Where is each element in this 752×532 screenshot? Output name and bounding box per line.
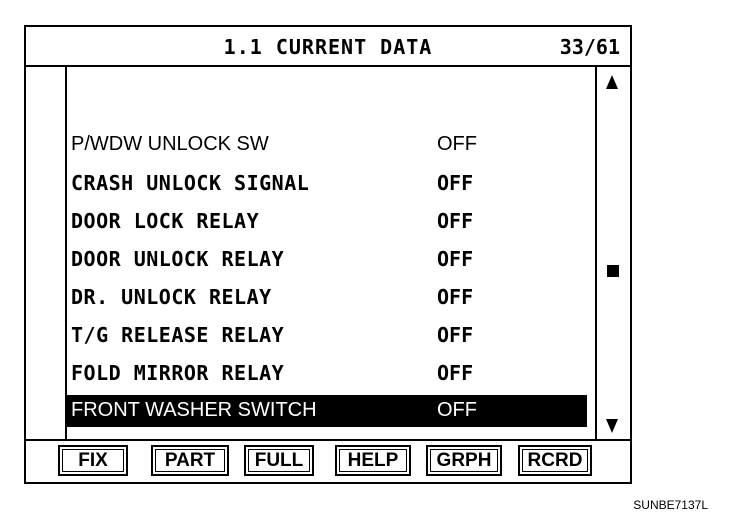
left-gutter — [26, 67, 67, 441]
item-label: P/WDW UNLOCK SW — [71, 133, 269, 155]
item-label: DR. UNLOCK RELAY — [71, 285, 272, 309]
item-label: FOLD MIRROR RELAY — [71, 361, 285, 385]
item-value: OFF — [437, 285, 474, 309]
square-thumb-icon[interactable] — [607, 265, 619, 277]
item-value: OFF — [437, 247, 474, 271]
item-value: OFF — [437, 171, 474, 195]
item-value: OFF — [437, 209, 474, 233]
list-item[interactable]: DOOR LOCK RELAY OFF — [67, 205, 587, 237]
list-item[interactable]: DR. UNLOCK RELAY OFF — [67, 281, 587, 313]
list-item[interactable]: P/WDW UNLOCK SW OFF — [67, 129, 587, 161]
grph-button[interactable]: GRPH — [426, 445, 502, 476]
item-value: OFF — [437, 399, 477, 421]
title-bar: 1.1 CURRENT DATA 33/61 — [26, 27, 630, 67]
item-value: OFF — [437, 323, 474, 347]
list-item[interactable]: T/G RELEASE RELAY OFF — [67, 319, 587, 351]
scanner-screen: 1.1 CURRENT DATA 33/61 P/WDW UNLOCK SW O… — [24, 25, 632, 484]
screen-title: 1.1 CURRENT DATA — [223, 35, 433, 59]
item-label: DOOR LOCK RELAY — [71, 209, 260, 233]
figure-caption: SUNBE7137L — [633, 498, 708, 512]
data-list: P/WDW UNLOCK SW OFF CRASH UNLOCK SIGNAL … — [67, 67, 613, 441]
item-value: OFF — [437, 361, 474, 385]
rcrd-button[interactable]: RCRD — [518, 445, 592, 476]
scrollbar[interactable] — [595, 67, 630, 441]
item-value: OFF — [437, 133, 477, 155]
fix-button[interactable]: FIX — [58, 445, 128, 476]
function-key-bar: FIX PART FULL HELP GRPH RCRD — [26, 439, 630, 482]
help-button[interactable]: HELP — [335, 445, 411, 476]
item-label: FRONT WASHER SWITCH — [71, 399, 317, 421]
list-item[interactable]: CRASH UNLOCK SIGNAL OFF — [67, 167, 587, 199]
item-label: DOOR UNLOCK RELAY — [71, 247, 285, 271]
item-label: CRASH UNLOCK SIGNAL — [71, 171, 310, 195]
triangle-down-icon[interactable] — [606, 419, 618, 433]
list-item[interactable]: FOLD MIRROR RELAY OFF — [67, 357, 587, 389]
full-button[interactable]: FULL — [244, 445, 314, 476]
part-button[interactable]: PART — [151, 445, 229, 476]
triangle-up-icon[interactable] — [606, 75, 618, 89]
item-label: T/G RELEASE RELAY — [71, 323, 285, 347]
list-item-selected[interactable]: FRONT WASHER SWITCH OFF — [67, 395, 587, 427]
page-indicator: 33/61 — [559, 35, 620, 59]
list-item[interactable]: DOOR UNLOCK RELAY OFF — [67, 243, 587, 275]
